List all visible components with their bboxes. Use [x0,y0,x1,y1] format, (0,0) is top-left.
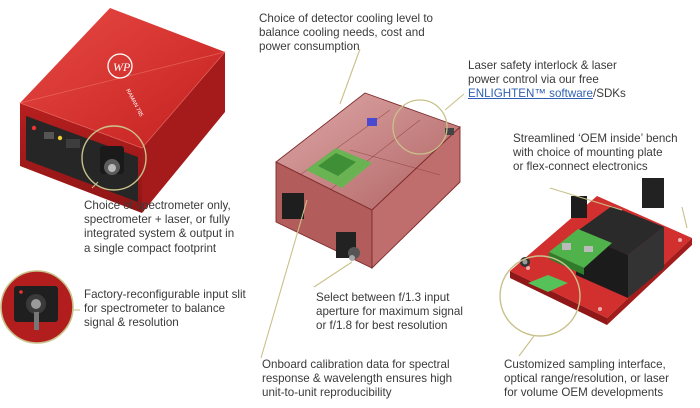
spectrometer-enclosure [18,8,227,213]
callout-spectrometer: Choice of spectrometer only, spectromete… [84,199,234,256]
callout-spectrometer-line-2: spectrometer + laser, or fully [84,213,230,227]
callout-spectrometer-line-3: integrated system & output in [84,227,235,241]
callout-laser: Laser safety interlock & laser power con… [468,59,626,102]
leader-lines [72,48,688,359]
callout-sampling-line-1: Customized sampling interface, [504,358,666,371]
oem-bench [510,178,692,325]
callout-laser-line-3: ENLIGHTEN™ software/SDKs [468,87,626,101]
slit-inset [0,270,74,344]
callout-aperture: Select between f/1.3 input aperture for … [316,291,463,334]
brand-logo-icon [107,53,133,79]
callout-bench-line-1: Streamlined ‘OEM inside’ bench [513,132,678,145]
status-led-yellow-icon [57,135,63,141]
callout-laser-link-suffix: /SDKs [592,87,626,101]
callout-aperture-line-1: Select between f/1.3 input [316,291,450,304]
callout-calibration-line-2: response & wavelength ensures high [262,372,453,386]
callout-slit: Factory-reconfigurable input slit for sp… [84,288,246,331]
callout-spectrometer-line-1: Choice of spectrometer only, [84,199,231,212]
callout-calibration: Onboard calibration data for spectral re… [262,358,452,401]
callout-sampling: Customized sampling interface, optical r… [504,358,669,401]
brand-logo-text: WP [113,60,131,74]
transparent-enclosure [275,92,461,270]
callout-cooling: Choice of detector cooling level to bala… [259,12,433,55]
callout-cooling-line-3: power consumption [259,40,360,54]
callout-aperture-line-3: or f/1.8 for best resolution [316,319,448,333]
callout-slit-line-3: signal & resolution [84,316,179,330]
callout-slit-line-1: Factory-reconfigurable input slit [84,288,246,301]
callout-laser-line-1: Laser safety interlock & laser [468,59,617,72]
callout-bench-line-2: with choice of mounting plate [513,146,663,160]
callout-sampling-line-2: optical range/resolution, or laser [504,372,669,386]
callout-sampling-line-3: for volume OEM developments [504,386,664,400]
status-led-red-icon [31,125,37,131]
callout-calibration-line-1: Onboard calibration data for spectral [262,358,450,371]
callout-calibration-line-3: unit-to-unit reproducibility [262,386,392,400]
callout-laser-line-2: power control via our free [468,73,599,87]
enlighten-software-link[interactable]: ENLIGHTEN™ software [468,87,593,101]
callout-bench: Streamlined ‘OEM inside’ bench with choi… [513,132,678,175]
callout-spectrometer-line-4: a single compact footprint [84,241,217,255]
sampling-zoom-ring [499,255,581,337]
callout-cooling-line-2: balance cooling needs, cost and [259,26,425,40]
port-zoom-ring [81,125,147,191]
laser-zoom-ring [392,99,448,155]
callout-aperture-line-2: aperture for maximum signal [316,305,463,319]
callout-cooling-line-1: Choice of detector cooling level to [259,12,434,25]
callout-slit-line-2: for spectrometer to balance [84,302,226,316]
callout-bench-line-3: or flex-connect electronics [513,160,648,174]
